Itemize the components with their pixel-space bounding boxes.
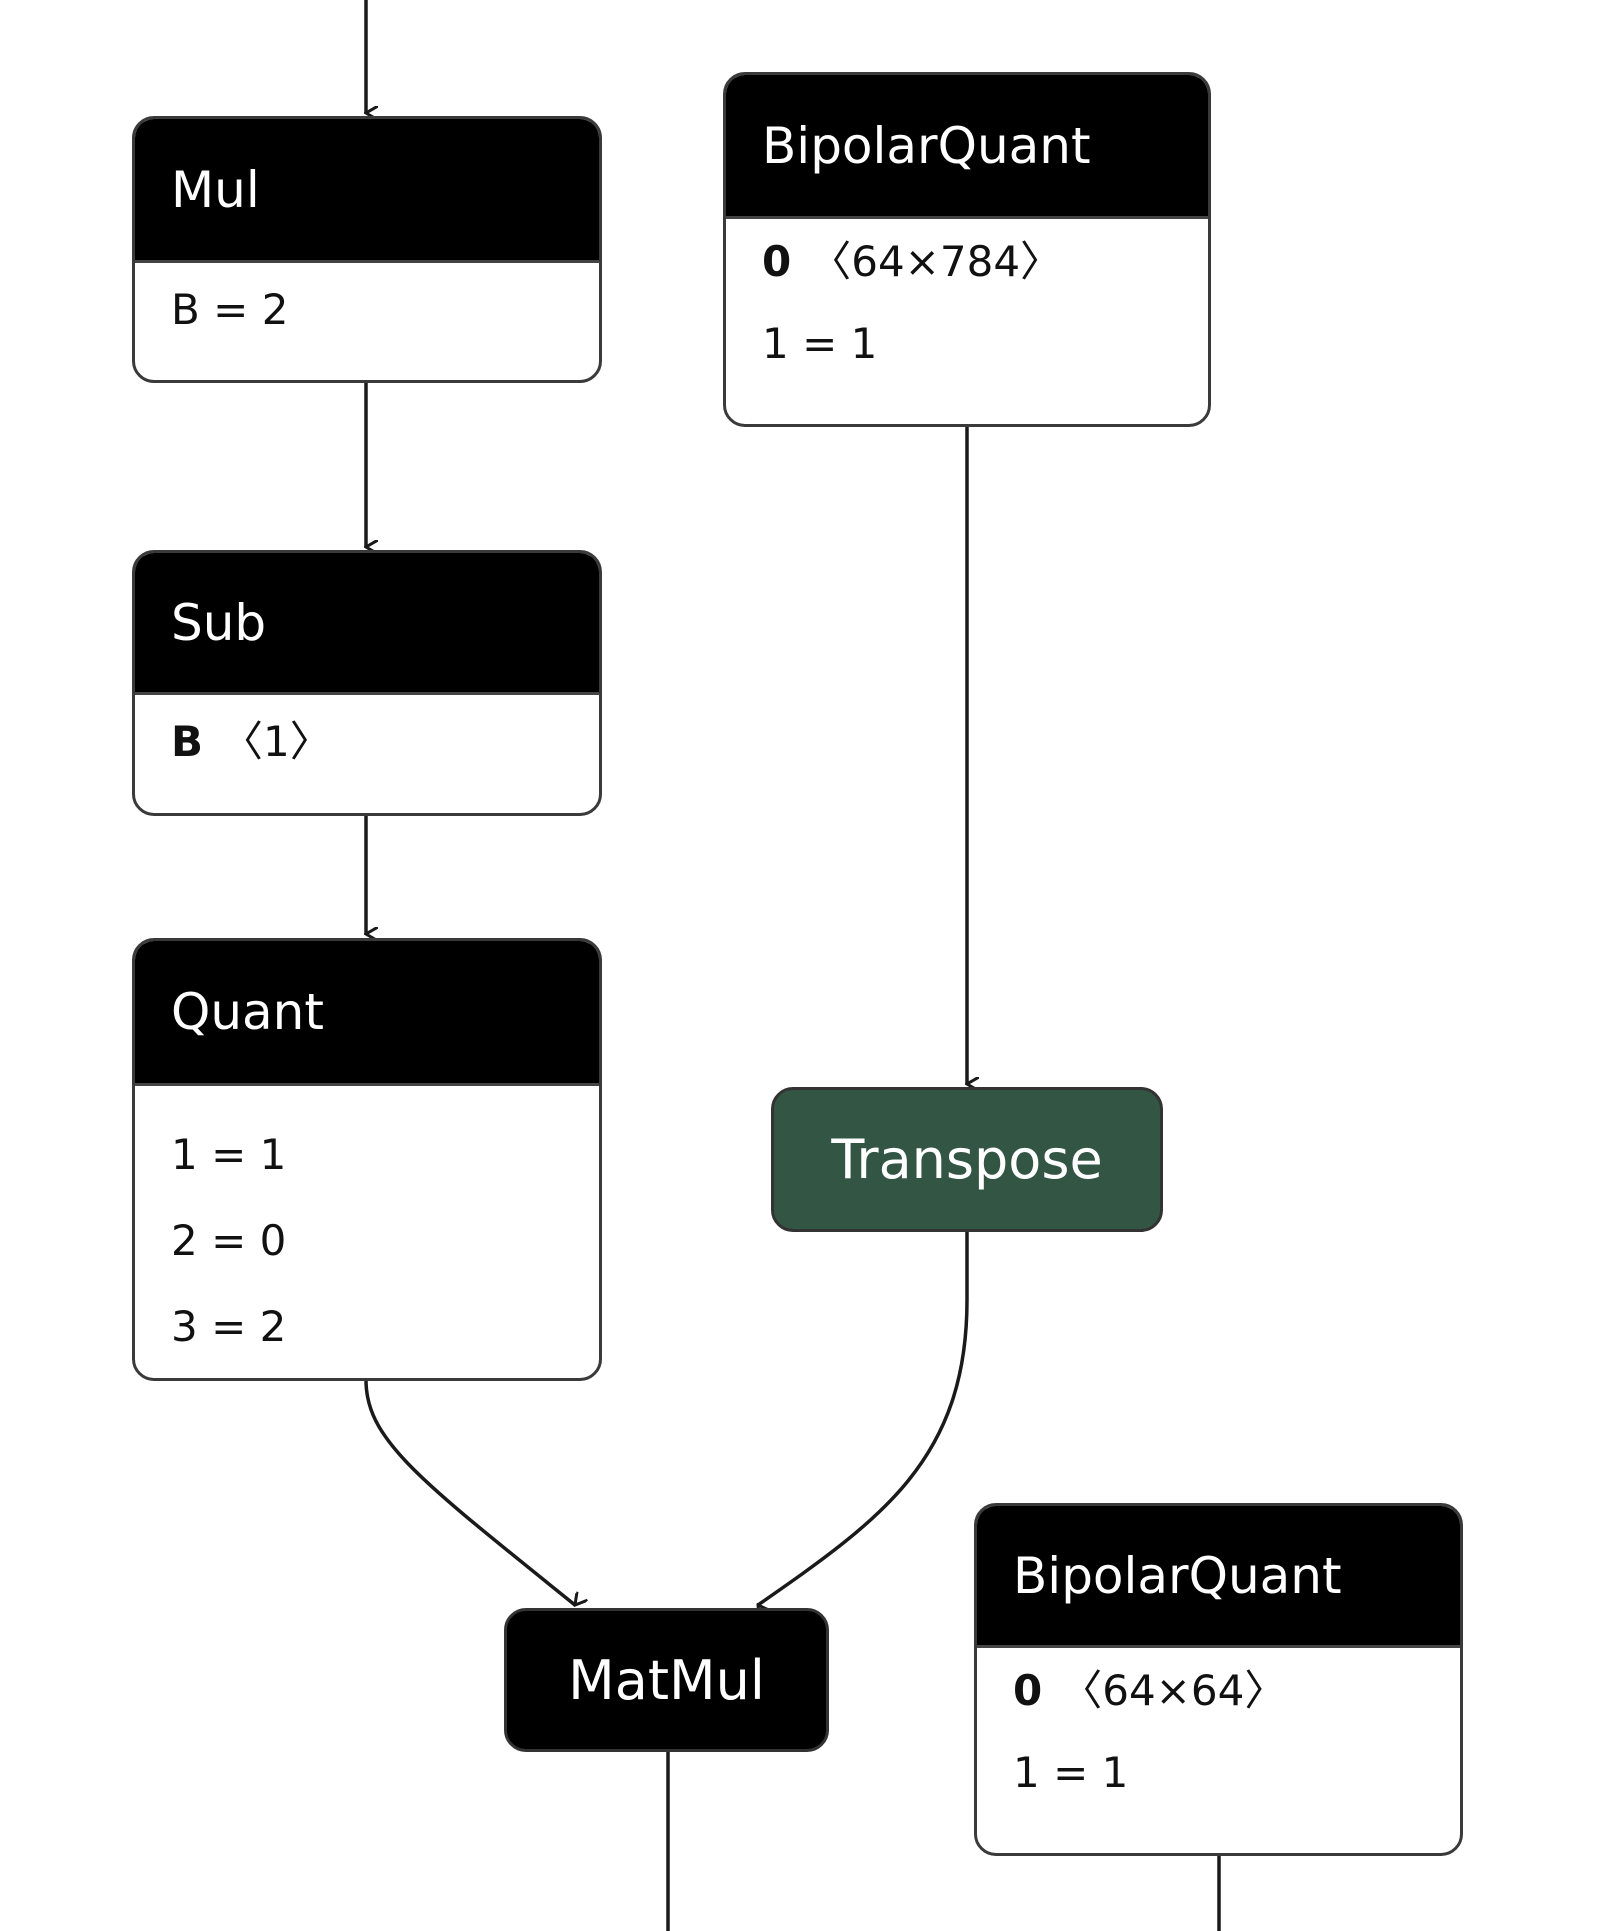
node-transpose[interactable]: Transpose (771, 1087, 1163, 1232)
node-mul-title: Mul (135, 119, 599, 263)
node-attribute: B = 2 (171, 285, 289, 334)
edge-quant-matmul (364, 1379, 575, 1605)
node-input-tensor: 0〈64×784〉 (762, 237, 1063, 286)
node-bipolar-quant-1-title: BipolarQuant (726, 75, 1208, 219)
node-matmul[interactable]: MatMul (504, 1608, 829, 1752)
node-matmul-title: MatMul (568, 1648, 765, 1712)
node-sub[interactable]: Sub B〈1〉 (132, 550, 602, 816)
node-attribute: 1 = 1 (171, 1130, 287, 1179)
node-quant[interactable]: Quant 1 = 1 2 = 0 3 = 2 (132, 938, 602, 1381)
node-input-tensor: B〈1〉 (171, 717, 332, 766)
node-sub-title: Sub (135, 553, 599, 695)
node-quant-title: Quant (135, 941, 599, 1086)
node-attribute: 1 = 1 (1013, 1748, 1129, 1797)
node-attribute: 3 = 2 (171, 1302, 287, 1351)
node-attribute: 2 = 0 (171, 1216, 287, 1265)
node-attribute: 1 = 1 (762, 319, 878, 368)
node-bipolar-quant-1[interactable]: BipolarQuant 0〈64×784〉 1 = 1 (723, 72, 1211, 427)
edge-transpose-matmul (758, 1231, 969, 1605)
node-input-tensor: 0〈64×64〉 (1013, 1666, 1287, 1715)
node-bipolar-quant-2[interactable]: BipolarQuant 0〈64×64〉 1 = 1 (974, 1503, 1463, 1856)
node-mul[interactable]: Mul B = 2 (132, 116, 602, 383)
node-transpose-title: Transpose (831, 1128, 1103, 1191)
node-bipolar-quant-2-title: BipolarQuant (977, 1506, 1460, 1648)
